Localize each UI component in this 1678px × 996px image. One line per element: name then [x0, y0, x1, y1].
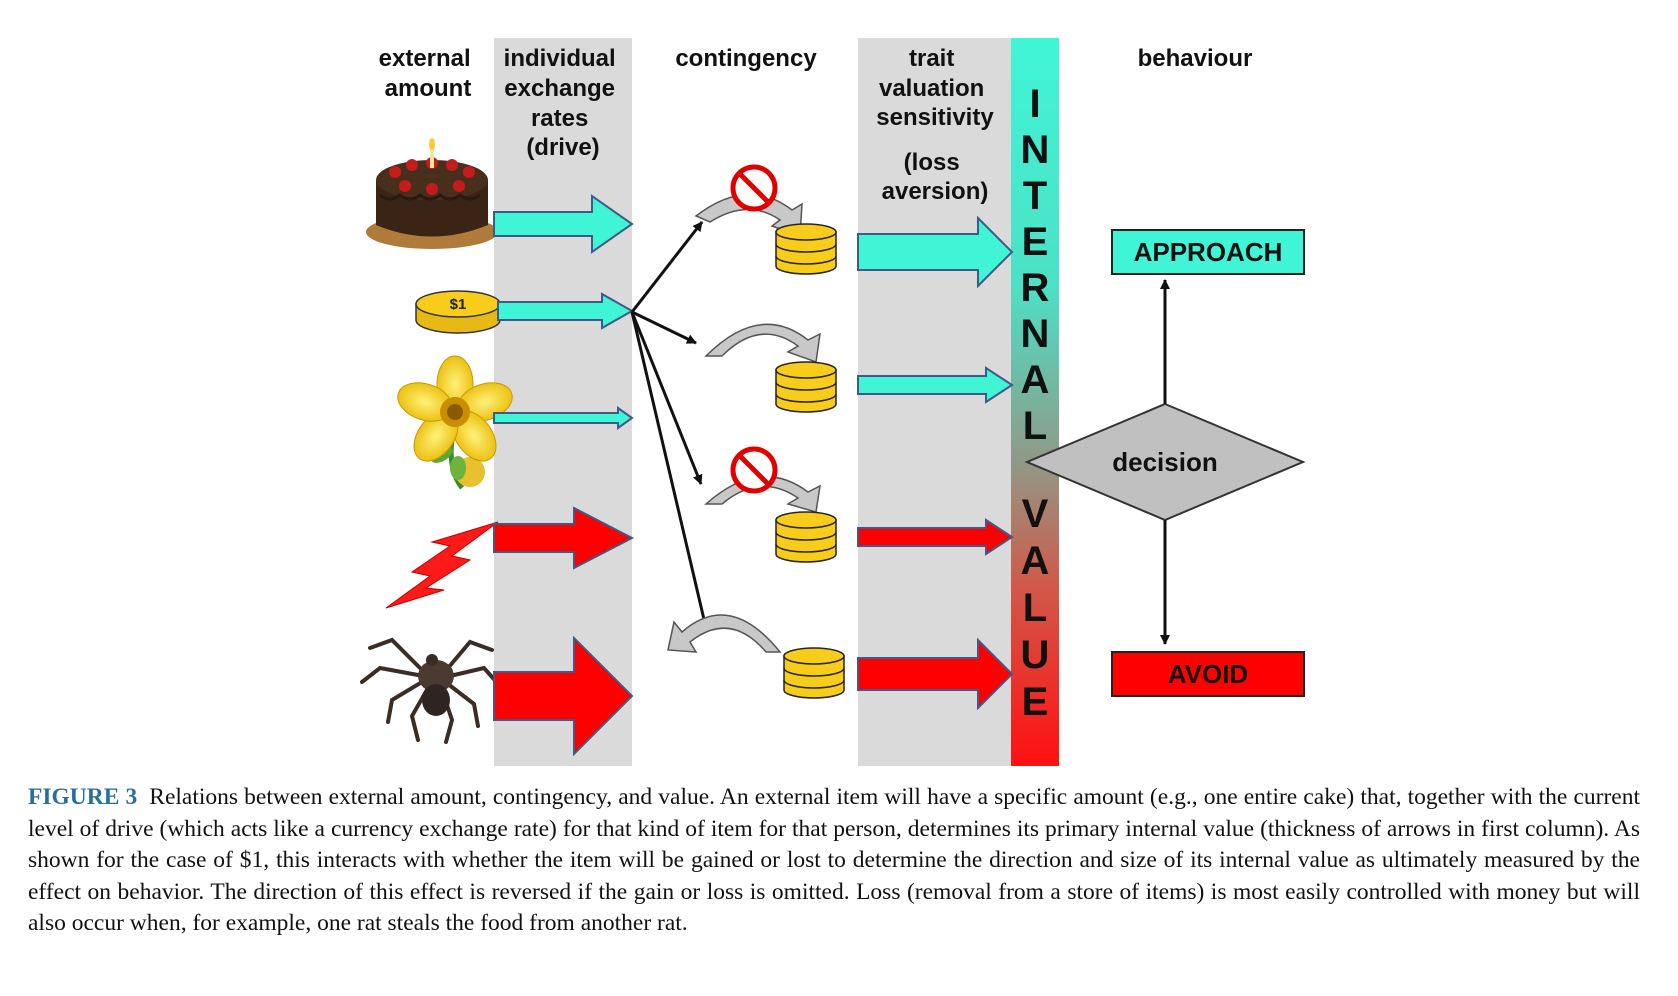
internal-value-letter: U: [1021, 633, 1050, 677]
internal-value-letter: I: [1029, 82, 1040, 126]
approach-box: [1111, 229, 1305, 275]
coin-stack-icon: [775, 223, 837, 275]
header-contingency: contingency: [675, 45, 817, 72]
spider-exchange-arrow: [493, 635, 634, 757]
contingency-fan-arrows: [630, 221, 709, 629]
flower-exchange-arrow: [493, 406, 634, 430]
internal-value-label: I N T E R N A L V A L U E: [1021, 82, 1050, 724]
internal-value-bar: [1011, 38, 1059, 766]
avoid-label: AVOID: [1168, 659, 1248, 689]
fan-arrow: [630, 311, 709, 629]
header-loss-aversion: (loss aversion): [882, 149, 989, 205]
internal-value-letter: V: [1022, 492, 1049, 536]
internal-value-letter: T: [1023, 174, 1047, 218]
diagram: external amount individual exchange rate…: [360, 38, 1306, 766]
coin-stack-icon: [775, 361, 837, 413]
figure-label: FIGURE 3: [28, 784, 138, 810]
trait-arrow-loss-large: [857, 637, 1014, 711]
header-behaviour: behaviour: [1138, 45, 1253, 72]
caption-text: Relations between external amount, conti…: [28, 784, 1640, 936]
fan-arrow: [631, 310, 697, 345]
internal-value-letter: E: [1022, 220, 1049, 264]
decision-label: decision: [1112, 447, 1217, 477]
internal-value-letter: N: [1021, 312, 1050, 356]
internal-value-letter: L: [1023, 404, 1047, 448]
fan-arrow: [630, 221, 704, 313]
internal-value-letter: E: [1022, 680, 1049, 724]
curved-arrow: [704, 323, 821, 364]
coin-icon: $1: [415, 290, 501, 334]
header-trait-sensitivity: trait valuation sensitivity: [876, 45, 994, 131]
approach-label: APPROACH: [1134, 237, 1283, 267]
trait-arrow-loss-small: [857, 518, 1014, 556]
lightning-icon: [385, 521, 499, 609]
prohibition-icon: [730, 446, 778, 494]
fan-arrow: [630, 311, 703, 485]
trait-arrow-gain-large: [857, 215, 1014, 289]
curved-arrow: [694, 193, 803, 238]
internal-value-letter: A: [1021, 358, 1050, 402]
cake-exchange-arrow: [493, 194, 634, 254]
coin-stack-icon: [783, 647, 845, 699]
coin-label: $1: [450, 296, 467, 313]
exchange-rates-column: [494, 38, 632, 766]
internal-value-letter: L: [1023, 586, 1047, 630]
avoid-box: [1111, 651, 1305, 697]
cake-icon: [366, 138, 498, 249]
flower-icon: [397, 355, 513, 490]
lightning-exchange-arrow: [493, 506, 635, 570]
coin-stack-icon: [775, 511, 837, 563]
prohibition-icon: [730, 164, 778, 212]
header-external-amount: external amount: [379, 45, 478, 102]
coin-exchange-arrow: [497, 292, 635, 330]
header-exchange-rates: individual exchange rates (drive): [504, 45, 623, 161]
internal-value-letter: A: [1021, 539, 1050, 583]
internal-value-letter: N: [1021, 128, 1050, 172]
internal-value-letter: R: [1021, 266, 1050, 310]
spider-icon: [360, 637, 502, 744]
curved-arrow: [667, 614, 782, 653]
trait-arrow-gain-small: [857, 366, 1014, 404]
